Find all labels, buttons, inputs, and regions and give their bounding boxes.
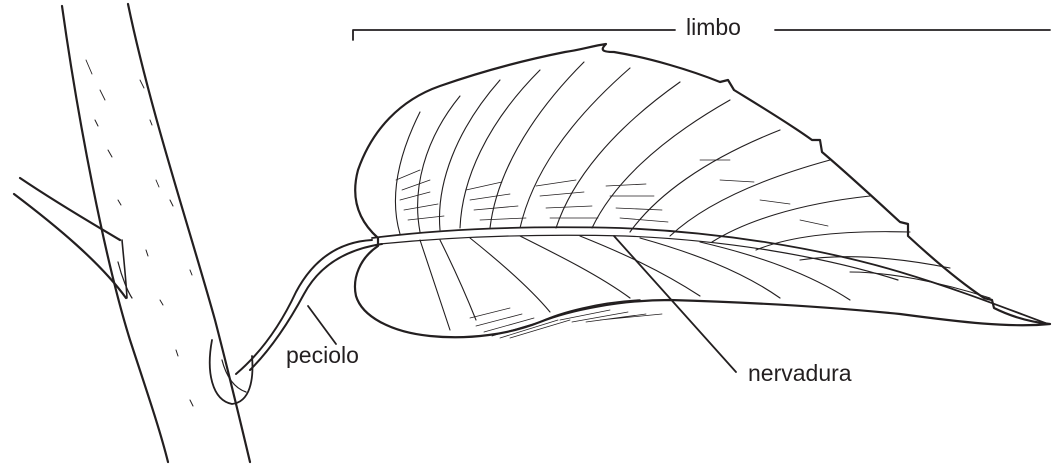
label-peciolo: peciolo	[286, 344, 359, 367]
side-veins	[395, 62, 990, 330]
nervadura-leader	[614, 236, 736, 372]
leaf-blade	[355, 44, 1050, 337]
stem	[14, 4, 252, 462]
label-nervadura: nervadura	[748, 362, 852, 385]
label-limbo: limbo	[686, 16, 741, 39]
limbo-bracket-left	[353, 30, 675, 40]
leader-lines	[308, 30, 1050, 372]
peciolo-leader	[308, 306, 336, 344]
midrib	[372, 227, 1048, 324]
